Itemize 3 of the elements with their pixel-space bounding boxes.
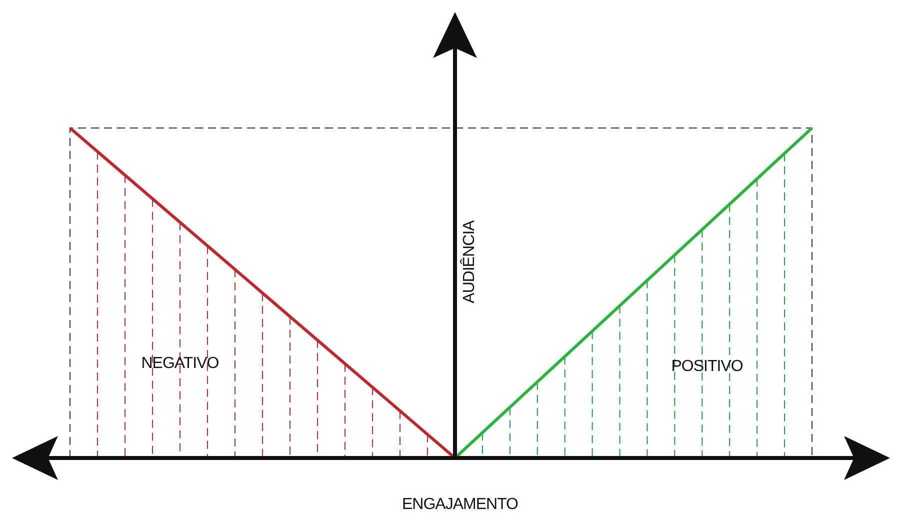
region-label: POSITIVO	[671, 358, 743, 376]
axis-label: ENGAJAMENTO	[402, 496, 518, 514]
axis-label: AUDIÊNCIA	[461, 220, 479, 304]
